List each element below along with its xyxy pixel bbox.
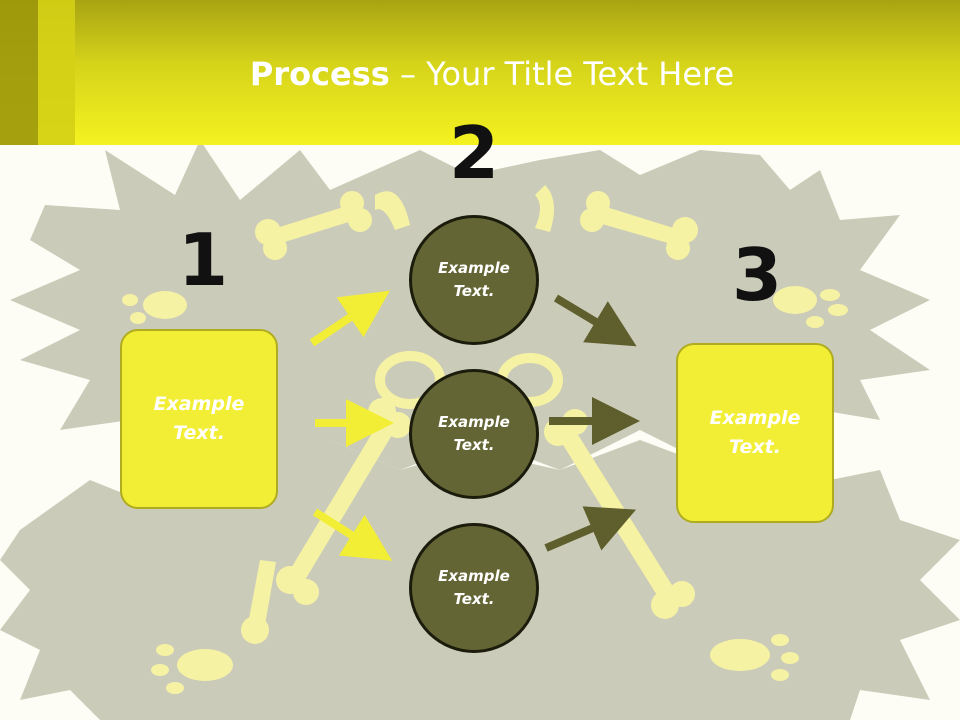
arrow-out-top [553,294,637,347]
right-box-text: Example Text. [709,407,801,458]
circle-top: Example Text. [409,215,539,345]
header-accent-strip [38,0,75,145]
bone-shape [595,205,680,245]
arrow-out-bottom [544,506,637,552]
circle-bottom: Example Text. [409,523,539,653]
bone-shape [270,205,355,245]
step-number-3: 3 [732,233,783,317]
left-box-text: Example Text. [153,393,245,444]
header-band [0,0,960,145]
title-bold: Process [249,55,390,93]
right-text-box: Example Text. [676,343,834,523]
circle-text: Example Text. [438,567,510,608]
slide-title: Process – Your Title Text Here [0,52,960,96]
circle-middle: Example Text. [409,369,539,499]
step-number-2: 2 [449,111,500,195]
arrow-in-top [309,290,390,347]
step-number-1: 1 [178,218,229,302]
header-accent-strip [0,0,38,145]
arrow-in-bottom [312,508,393,561]
circle-text: Example Text. [438,259,510,300]
left-text-box: Example Text. [120,329,278,509]
title-rest: – Your Title Text Here [389,55,735,93]
circle-text: Example Text. [438,413,510,454]
bone-shape [290,420,395,580]
